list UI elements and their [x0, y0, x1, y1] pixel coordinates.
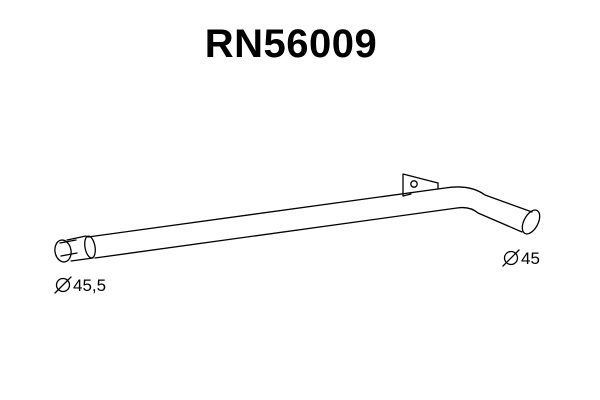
- pipe-body: [87, 186, 533, 259]
- pipe-outlet-end: [521, 209, 541, 235]
- outlet-diameter-label: 45: [521, 249, 540, 268]
- inlet-diameter-label: 45,5: [73, 276, 106, 295]
- diameter-icon: [502, 249, 520, 267]
- part-number-title: RN56009: [204, 22, 378, 66]
- pipe-inlet-end: [54, 235, 96, 263]
- mounting-bracket: [402, 173, 439, 197]
- diameter-icon: [54, 276, 72, 294]
